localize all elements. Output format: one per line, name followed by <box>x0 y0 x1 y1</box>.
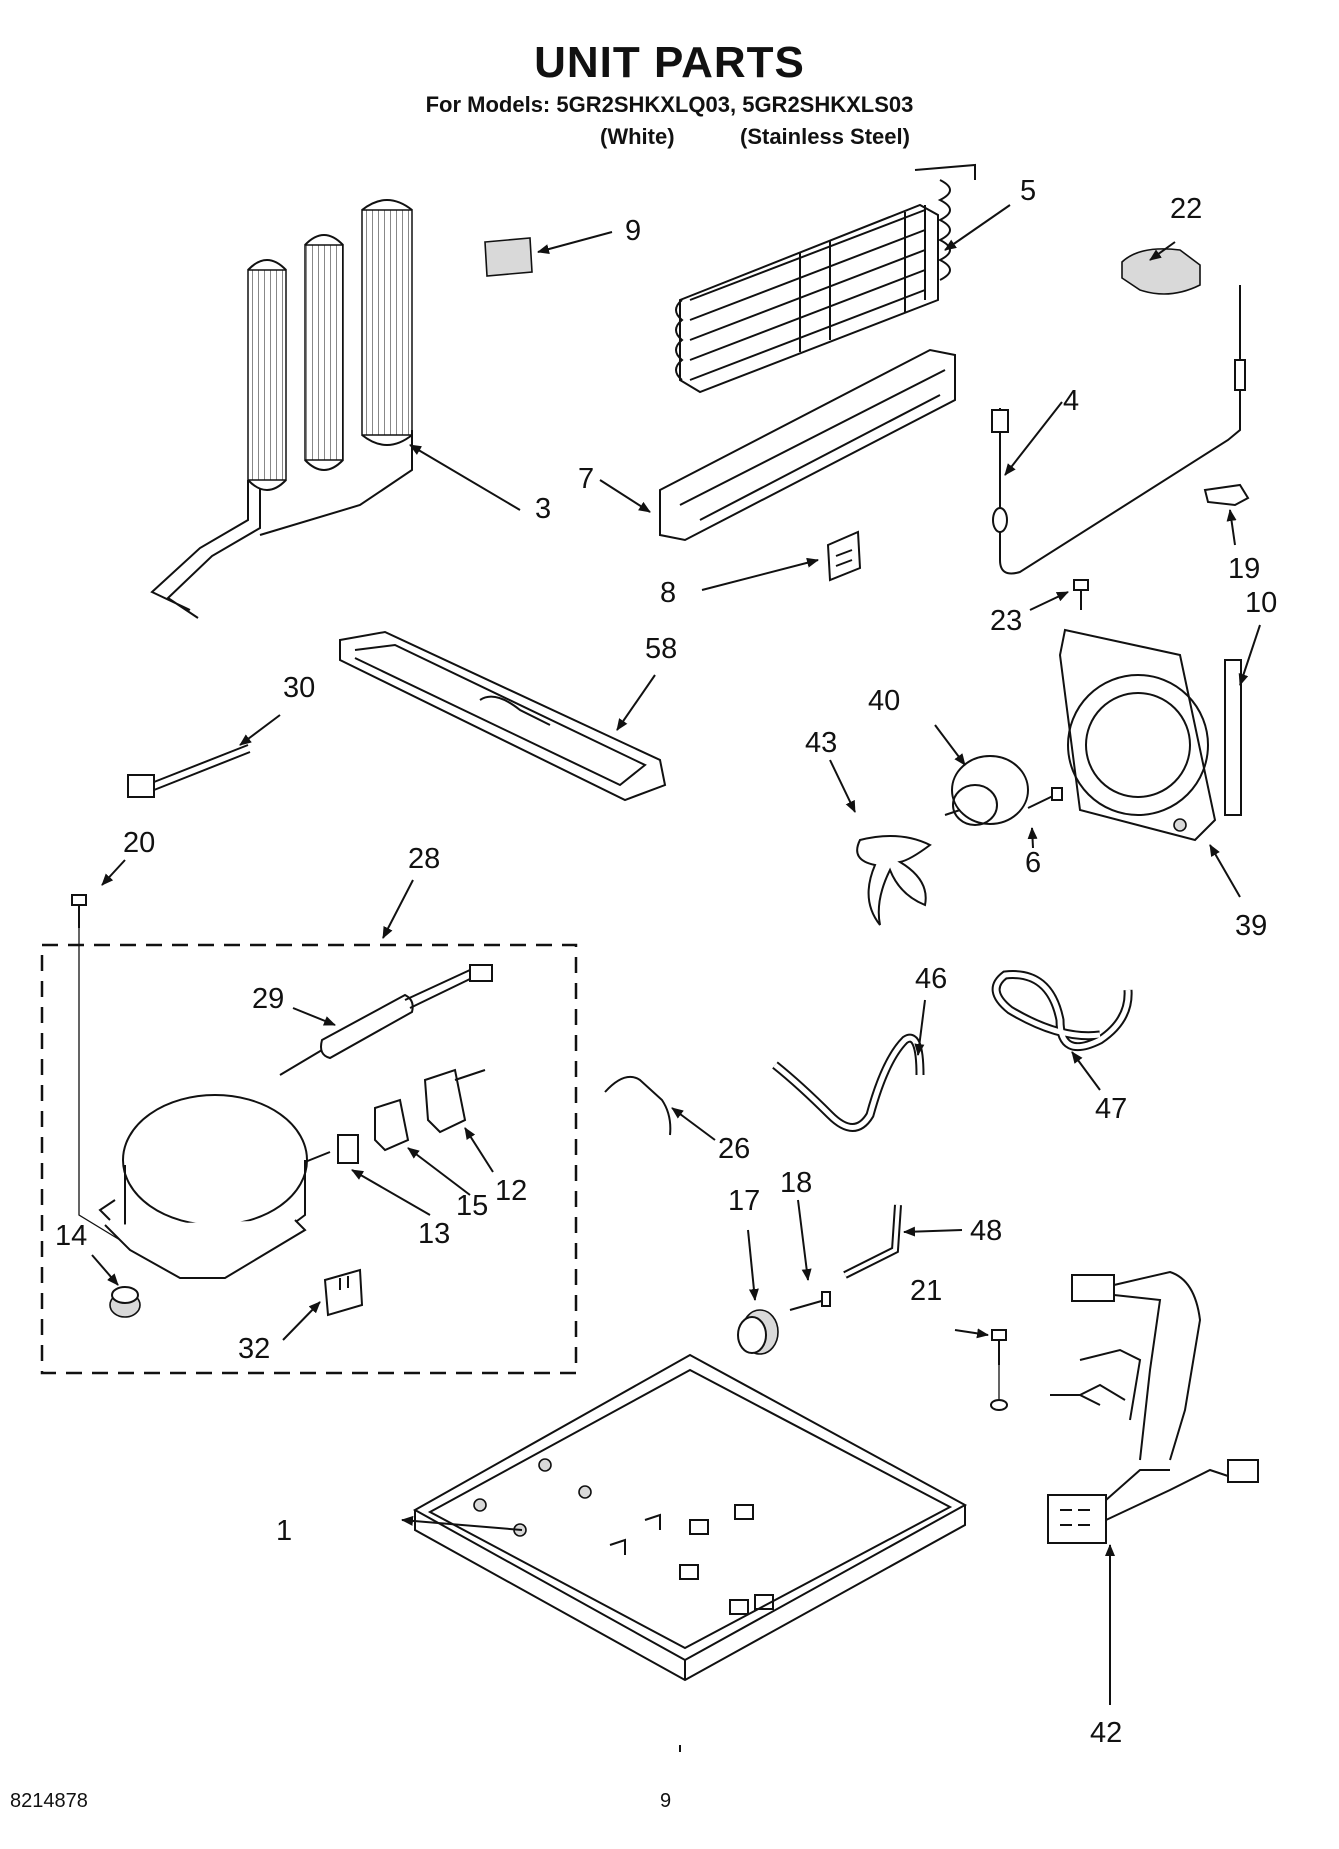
callout-6: 6 <box>1025 847 1041 879</box>
callout-3: 3 <box>535 493 551 525</box>
base-frame-part <box>412 1353 968 1682</box>
wiring-harness-part <box>1047 1270 1259 1544</box>
compressor-kit-group <box>40 943 578 1375</box>
fan-motor-part <box>944 755 1029 826</box>
relay-cover-part <box>374 1098 410 1152</box>
pad-part <box>484 237 533 277</box>
callout-numbers: 1 3 4 5 6 7 8 9 10 12 13 14 15 17 18 19 … <box>55 175 1277 1749</box>
clip-part <box>826 530 862 582</box>
callout-18: 18 <box>780 1167 812 1199</box>
drain-pan-part <box>339 630 667 802</box>
callout-22: 22 <box>1170 193 1202 225</box>
drain-hose-part <box>772 1033 925 1132</box>
leader-lines <box>91 204 1261 1705</box>
variant-white-label: (White) <box>600 124 675 149</box>
models-line: For Models: 5GR2SHKXLQ03, 5GR2SHKXLS03 <box>425 92 914 117</box>
hose-47-part <box>991 970 1133 1052</box>
callout-4: 4 <box>1063 385 1079 417</box>
cable-tie-part <box>127 744 251 798</box>
callout-13: 13 <box>418 1218 450 1250</box>
callout-28: 28 <box>408 843 440 875</box>
grommet-part <box>109 1286 141 1318</box>
tube-48-part <box>843 1204 902 1279</box>
retainer-clip-part <box>1203 483 1250 507</box>
callout-43: 43 <box>805 727 837 759</box>
callout-23: 23 <box>990 605 1022 637</box>
tube-26-part <box>604 1076 672 1136</box>
cap-part <box>1121 248 1201 295</box>
sensor-wire-part <box>991 285 1246 575</box>
callout-7: 7 <box>578 463 594 495</box>
document-number: 8214878 <box>10 1790 88 1812</box>
callout-8: 8 <box>660 577 676 609</box>
callout-1: 1 <box>276 1515 292 1547</box>
callout-14: 14 <box>55 1220 87 1252</box>
callout-46: 46 <box>915 963 947 995</box>
roller-part <box>737 1309 779 1355</box>
overload-relay-part <box>423 1068 486 1134</box>
callout-20: 20 <box>123 827 155 859</box>
callout-42: 42 <box>1090 1717 1122 1749</box>
fan-blade-part <box>856 835 932 926</box>
callout-21: 21 <box>910 1275 942 1307</box>
drain-trough-part <box>659 348 956 542</box>
callout-48: 48 <box>970 1215 1002 1247</box>
drier-part <box>279 964 493 1076</box>
foam-strip-part <box>1224 659 1242 816</box>
condenser-coil-part <box>150 199 413 619</box>
callout-9: 9 <box>625 215 641 247</box>
callout-26: 26 <box>718 1133 750 1165</box>
page-title: UNIT PARTS <box>534 38 805 87</box>
screw-21-part <box>990 1329 1008 1411</box>
callout-32: 32 <box>238 1333 270 1365</box>
callout-17: 17 <box>728 1185 760 1217</box>
callout-12: 12 <box>495 1175 527 1207</box>
callout-19: 19 <box>1228 553 1260 585</box>
page-number: 9 <box>660 1790 672 1812</box>
screw-20-part <box>71 894 121 1241</box>
screw-6-part <box>1027 787 1063 809</box>
fan-shroud-part <box>1058 628 1217 842</box>
callout-47: 47 <box>1095 1093 1127 1125</box>
evaporator-part <box>675 163 976 394</box>
callout-39: 39 <box>1235 910 1267 942</box>
start-device-part <box>304 1134 359 1164</box>
compressor-part <box>98 1094 308 1279</box>
screw-23-part <box>1073 579 1089 610</box>
callout-29: 29 <box>252 983 284 1015</box>
callout-30: 30 <box>283 672 315 704</box>
capacitor-part <box>323 1268 364 1317</box>
axle-part <box>789 1291 831 1311</box>
callout-58: 58 <box>645 633 677 665</box>
callout-5: 5 <box>1020 175 1036 207</box>
callout-15: 15 <box>456 1190 488 1222</box>
callout-10: 10 <box>1245 587 1277 619</box>
variant-stainless-label: (Stainless Steel) <box>740 124 910 149</box>
callout-40: 40 <box>868 685 900 717</box>
